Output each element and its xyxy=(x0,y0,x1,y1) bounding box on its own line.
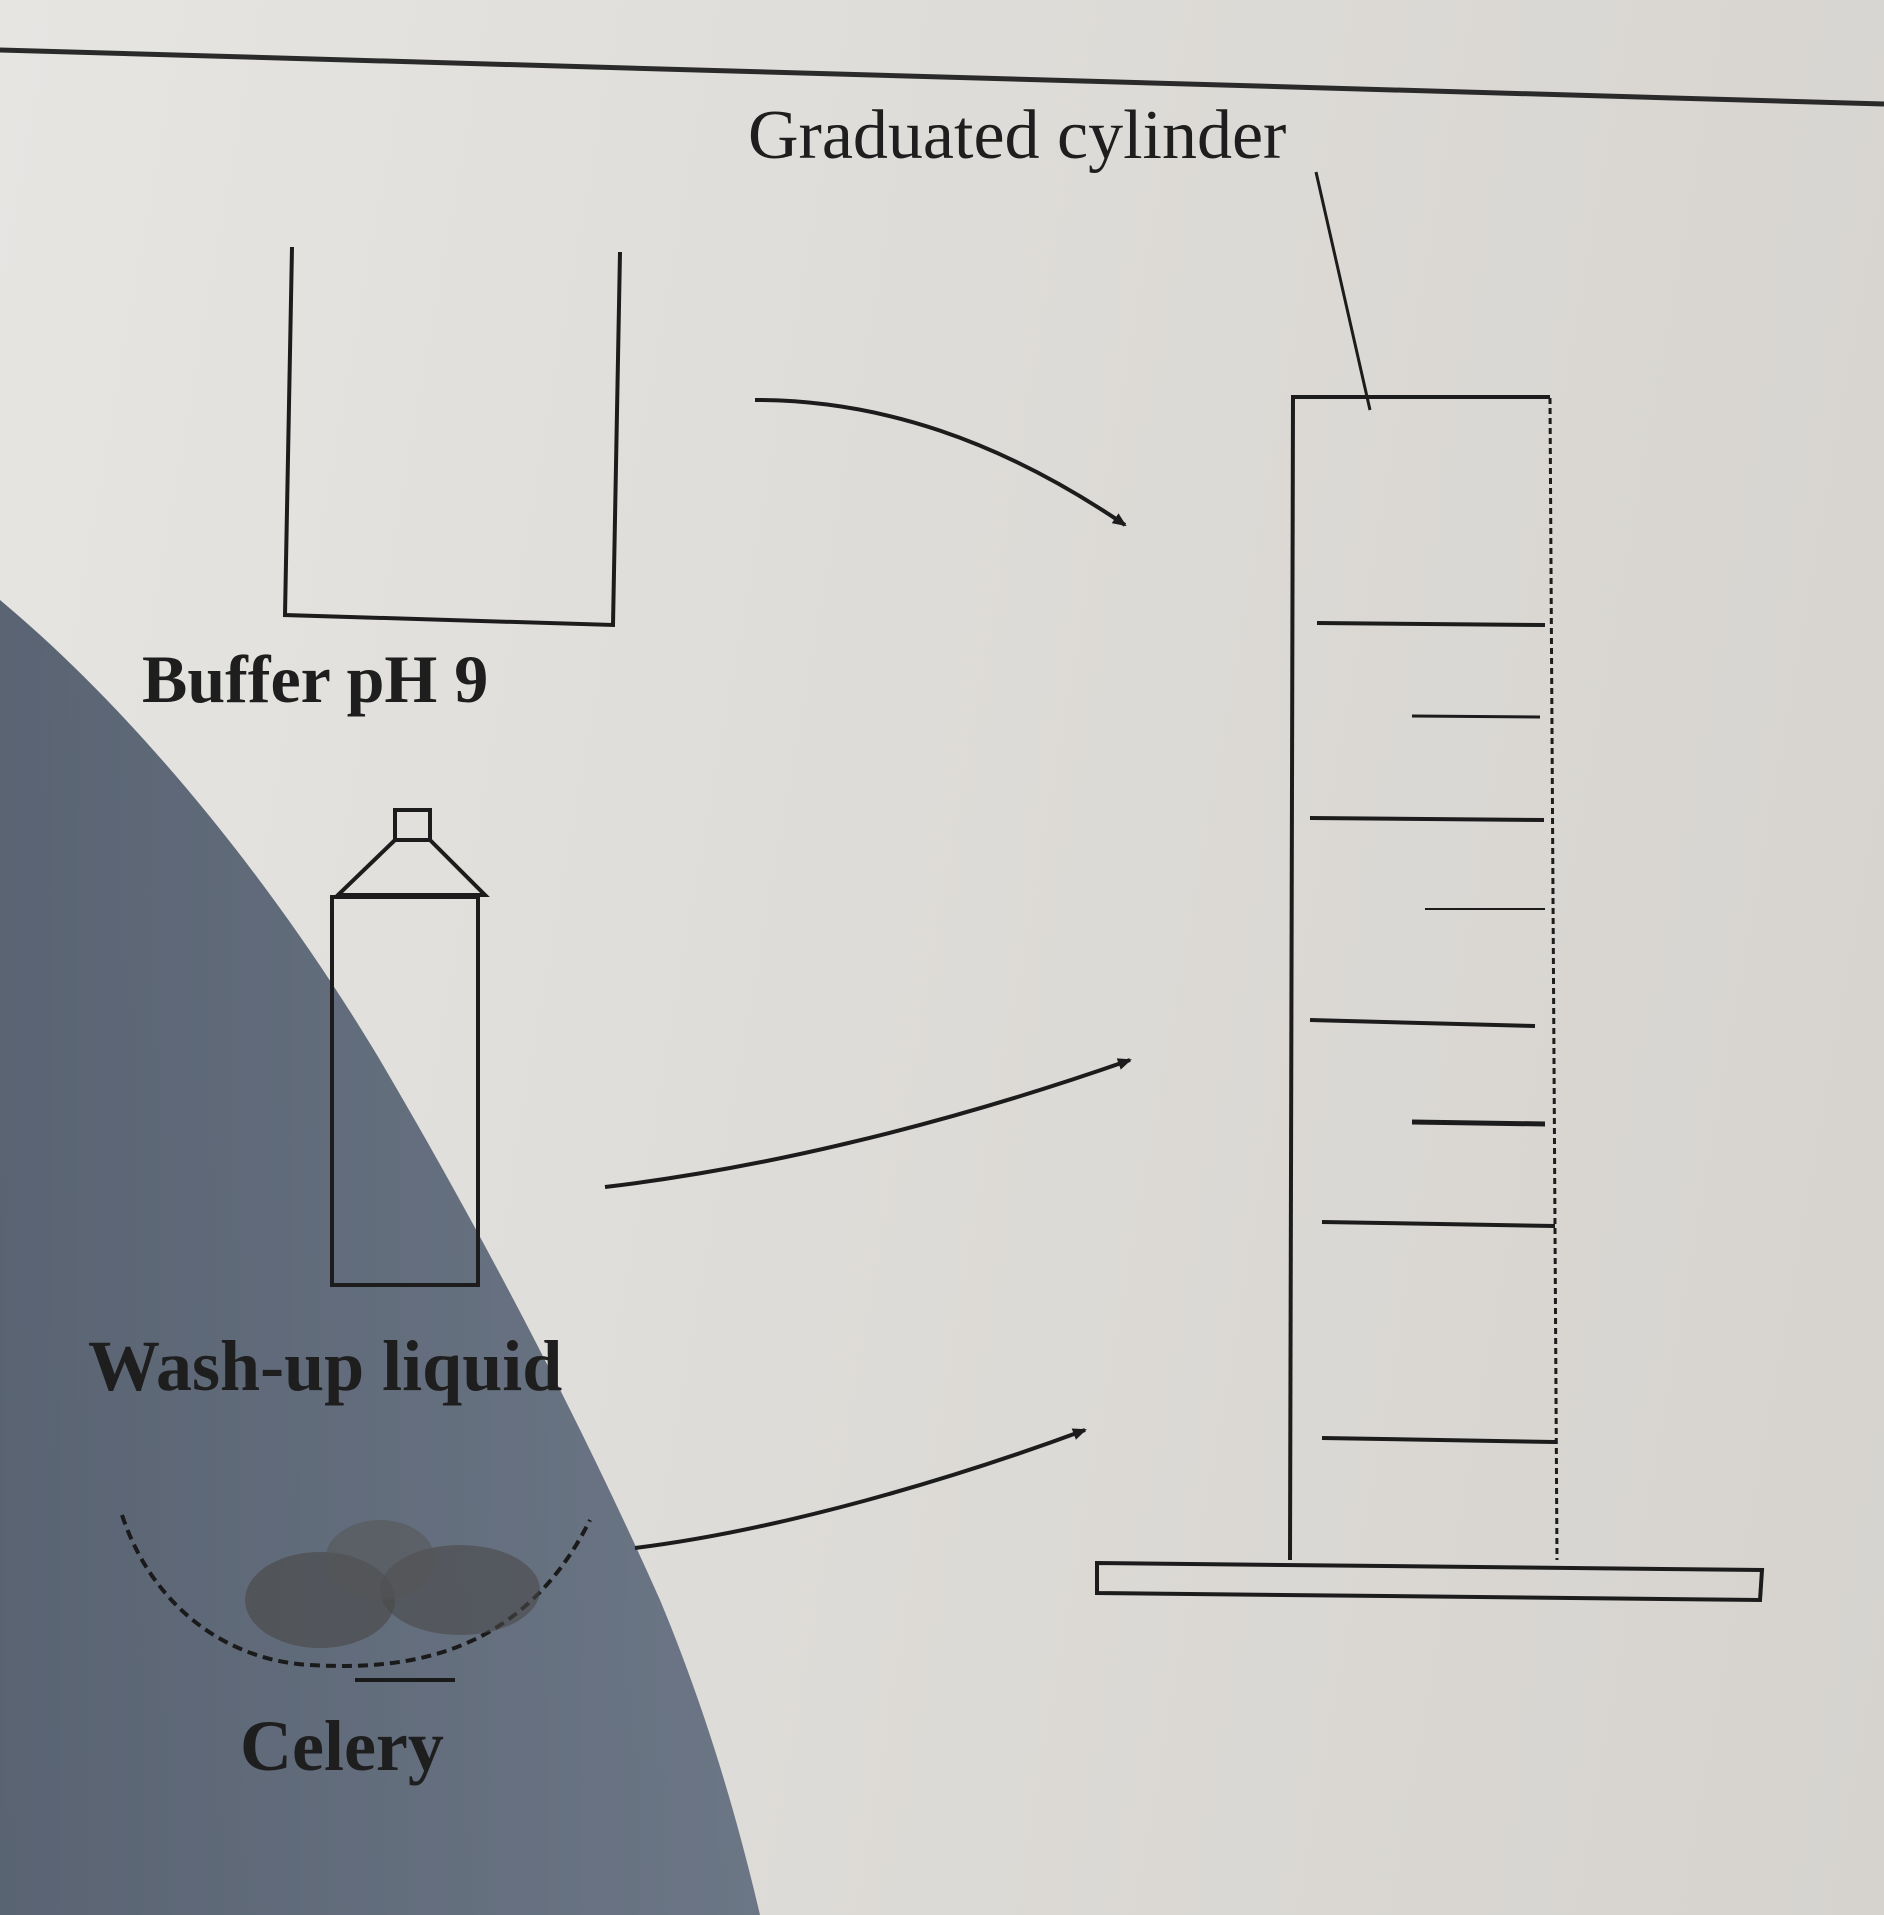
cylinder-label-pointer xyxy=(1314,171,1372,411)
celery-bowl-icon xyxy=(120,1514,592,1682)
beaker-icon xyxy=(282,246,622,628)
label-celery: Celery xyxy=(240,1706,444,1786)
top-rule xyxy=(0,47,1884,107)
label-graduated-cylinder: Graduated cylinder xyxy=(748,97,1287,174)
arrow-celery xyxy=(634,1428,1087,1550)
camera-shadow xyxy=(0,600,760,1915)
label-buffer: Buffer pH 9 xyxy=(142,641,489,717)
arrow-wash xyxy=(604,1058,1132,1189)
graduated-cylinder-icon xyxy=(1095,394,1765,1603)
label-wash-up-liquid: Wash-up liquid xyxy=(88,1326,563,1406)
bottle-icon xyxy=(330,808,490,1287)
arrow-buffer xyxy=(754,398,1127,527)
